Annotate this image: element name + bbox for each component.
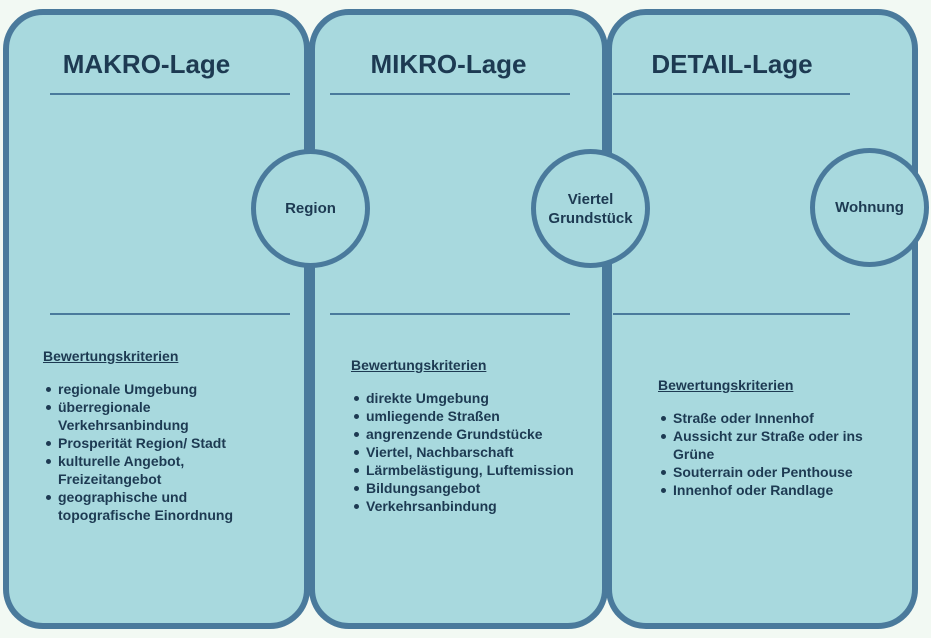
- criteria-block: Bewertungskriterien direkte Umgebung uml…: [351, 357, 601, 515]
- list-item: regionale Umgebung: [46, 380, 298, 398]
- divider: [613, 93, 850, 95]
- list-item: umliegende Straßen: [354, 407, 601, 425]
- list-item: Souterrain oder Penthouse: [661, 463, 903, 481]
- criteria-heading: Bewertungskriterien: [658, 377, 794, 393]
- panel-title: MAKRO-Lage: [62, 49, 231, 79]
- divider: [50, 93, 290, 95]
- list-item: Bildungsangebot: [354, 479, 601, 497]
- list-item: direkte Umgebung: [354, 389, 601, 407]
- panel-title: DETAIL-Lage: [651, 49, 813, 79]
- list-item: Viertel, Nachbarschaft: [354, 443, 601, 461]
- list-item: Straße oder Innenhof: [661, 409, 903, 427]
- criteria-list: regionale Umgebung überregionale Verkehr…: [43, 380, 298, 524]
- divider: [613, 313, 850, 315]
- criteria-list: direkte Umgebung umliegende Straßen angr…: [351, 389, 601, 515]
- list-item: Aussicht zur Straße oder ins Grüne: [661, 427, 903, 463]
- mikro-lage-panel: MIKRO-Lage: [309, 9, 608, 629]
- list-item: Lärmbelästigung, Luftemission: [354, 461, 601, 479]
- criteria-heading: Bewertungskriterien: [43, 348, 179, 364]
- list-item: überregionale Verkehrsanbindung: [46, 398, 298, 434]
- criteria-heading: Bewertungskriterien: [351, 357, 487, 373]
- viertel-grundstueck-circle: Viertel Grundstück: [531, 149, 650, 268]
- list-item: Prosperität Region/ Stadt: [46, 434, 298, 452]
- list-item: geographische und topografische Einordnu…: [46, 488, 298, 524]
- divider: [330, 93, 570, 95]
- criteria-block: Bewertungskriterien regionale Umgebung ü…: [43, 348, 298, 524]
- detail-lage-panel: DETAIL-Lage: [606, 9, 918, 629]
- region-circle: Region: [251, 149, 370, 268]
- circle-label: Wohnung: [835, 199, 904, 216]
- criteria-block: Bewertungskriterien Straße oder Innenhof…: [658, 377, 903, 499]
- list-item: Innenhof oder Randlage: [661, 481, 903, 499]
- list-item: angrenzende Grundstücke: [354, 425, 601, 443]
- list-item: kulturelle Angebot, Freizeitangebot: [46, 452, 298, 488]
- makro-lage-panel: MAKRO-Lage: [3, 9, 310, 629]
- wohnung-circle: Wohnung: [810, 148, 929, 267]
- divider: [50, 313, 290, 315]
- circle-label: Viertel Grundstück: [548, 190, 633, 227]
- criteria-list: Straße oder Innenhof Aussicht zur Straße…: [658, 409, 903, 499]
- list-item: Verkehrsanbindung: [354, 497, 601, 515]
- panel-title: MIKRO-Lage: [370, 49, 527, 79]
- divider: [330, 313, 570, 315]
- circle-label: Region: [285, 200, 336, 217]
